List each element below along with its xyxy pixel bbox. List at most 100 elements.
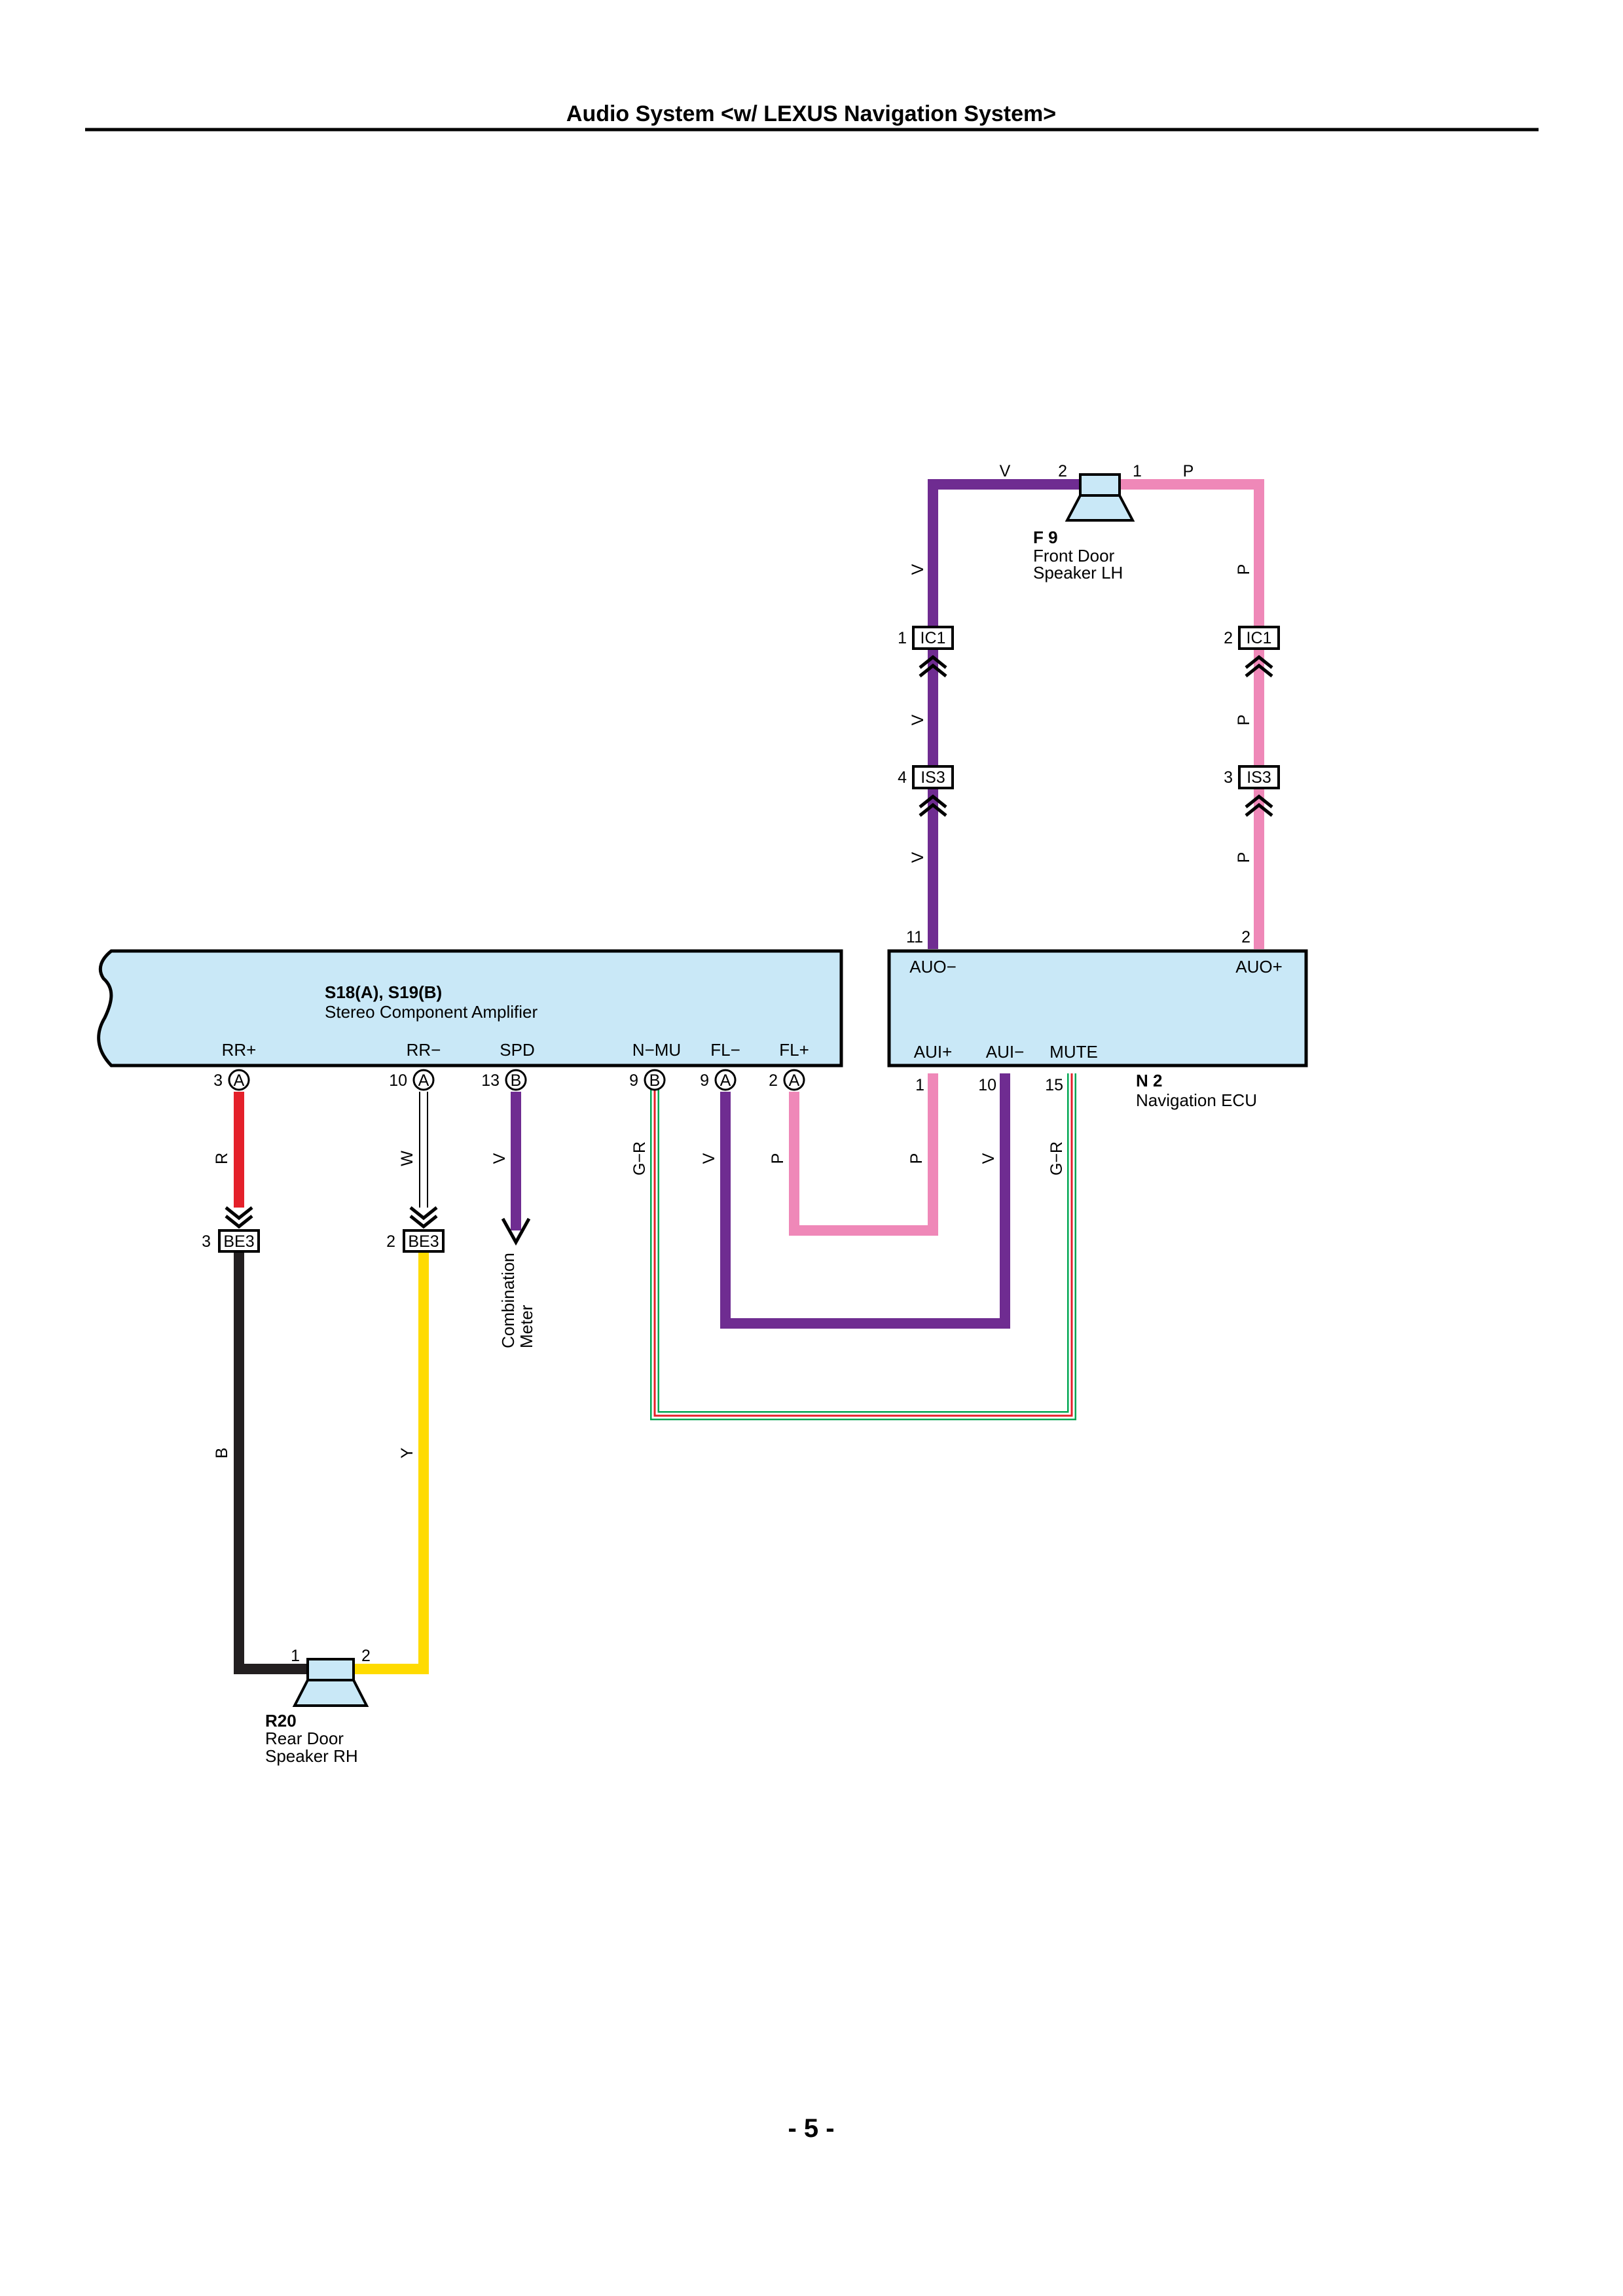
wire-code-mute: G−R [1048,1141,1066,1175]
amplifier-name: Stereo Component Amplifier [325,1002,538,1022]
wire-code-right-p1: P [1235,564,1253,575]
wire-mute-red-stripe [653,1073,1073,1417]
svg-text:IS3: IS3 [1247,768,1271,787]
amp-connector-spd: B 13 [481,1069,527,1091]
pin-aui-plus: 1 [915,1076,924,1094]
terminal-rr-plus: RR+ [222,1040,257,1060]
speaker-icon [292,1658,369,1707]
front-speaker-pin-left: 2 [1058,462,1067,480]
wire-code-rr-plus: R [213,1153,231,1164]
svg-text:9: 9 [629,1071,638,1090]
connector-ic1-left: IC1 1 [898,626,954,677]
connector-is3-left: IS3 4 [898,765,954,817]
rear-speaker-line2: Speaker RH [265,1746,358,1766]
svg-text:A: A [720,1071,731,1090]
svg-text:BE3: BE3 [223,1232,254,1251]
wire-code-left-v2: V [909,714,927,725]
wire-rear-yellow [354,1250,429,1674]
svg-text:BE3: BE3 [408,1232,439,1251]
front-speaker-pin-right: 1 [1133,462,1142,480]
wire-code-n-mu: G−R [630,1141,649,1175]
speaker-icon [1065,473,1135,522]
wire-front-violet [928,479,1080,949]
connector-is3-right: IS3 3 [1224,765,1280,817]
svg-text:3: 3 [213,1071,223,1090]
wire-code-front-top-p: P [1183,462,1194,480]
wire-code-aui-minus: V [979,1153,998,1164]
svg-text:10: 10 [389,1071,407,1090]
terminal-spd: SPD [500,1040,534,1060]
terminal-auo-minus: AUO− [909,957,957,977]
svg-text:1: 1 [898,629,907,647]
wire-code-fl-minus: V [700,1153,718,1164]
combination-meter-line2: Meter [517,1304,536,1348]
rear-speaker-pin-left: 1 [291,1647,300,1665]
amp-connector-fl-plus: A 2 [769,1069,805,1091]
wire-fl-minus-violet [720,1073,1010,1329]
terminal-mute: MUTE [1049,1042,1098,1062]
svg-text:2: 2 [1224,629,1233,647]
rear-speaker-pin-right: 2 [361,1647,371,1665]
svg-text:3: 3 [202,1232,211,1251]
wire-rear-black [234,1250,308,1674]
amp-connector-rr-minus: A 10 [389,1069,435,1091]
pin-auo-plus: 2 [1241,928,1250,946]
amp-connector-n-mu: B 9 [629,1069,666,1091]
arrow-down-icon [501,1217,531,1246]
wires [234,479,1264,1674]
front-speaker-code: F 9 [1033,528,1058,547]
svg-text:A: A [418,1071,429,1090]
connector-be3-right: BE3 2 [386,1206,445,1253]
pin-auo-minus: 11 [906,928,923,946]
svg-text:4: 4 [898,768,907,787]
front-speaker-line1: Front Door [1033,546,1115,565]
connector-ic1-right: IC1 2 [1224,626,1280,677]
pin-aui-minus: 10 [978,1076,996,1094]
wire-code-rear-b: B [213,1448,231,1459]
rear-speaker-line1: Rear Door [265,1729,344,1748]
wire-code-front-top-v: V [1000,462,1011,480]
wire-code-right-p3: P [1235,852,1253,863]
svg-text:3: 3 [1224,768,1233,787]
wire-code-rr-minus: W [398,1151,416,1166]
pin-mute: 15 [1045,1076,1063,1094]
svg-text:A: A [234,1071,245,1090]
terminal-n-mu: N−MU [632,1040,681,1060]
nav-ecu-code: N 2 [1136,1071,1162,1090]
svg-text:9: 9 [700,1071,709,1090]
amplifier-box [97,949,843,1067]
page-title: Audio System <w/ LEXUS Navigation System… [566,101,1056,126]
combination-meter-line1: Combination [498,1253,518,1348]
page-number: - 5 - [788,2114,834,2143]
wire-code-spd: V [490,1153,509,1164]
wire-code-fl-plus: P [769,1153,787,1164]
wire-code-rear-y: Y [398,1447,416,1458]
wire-front-pink [1120,479,1264,949]
front-speaker-line2: Speaker LH [1033,563,1123,583]
terminal-fl-minus: FL− [710,1040,740,1060]
svg-text:B: B [649,1071,661,1090]
wire-code-left-v1: V [909,564,927,575]
terminal-aui-minus: AUI− [986,1042,1025,1062]
svg-text:2: 2 [769,1071,778,1090]
terminal-fl-plus: FL+ [779,1040,809,1060]
terminal-auo-plus: AUO+ [1235,957,1283,977]
svg-text:IC1: IC1 [1247,629,1272,647]
nav-ecu-name: Navigation ECU [1136,1090,1257,1110]
svg-text:IS3: IS3 [921,768,945,787]
svg-text:B: B [511,1071,522,1090]
amp-connector-rr-plus: A 3 [213,1069,250,1091]
svg-text:IC1: IC1 [921,629,946,647]
amp-connector-fl-minus: A 9 [700,1069,737,1091]
svg-text:2: 2 [386,1232,395,1251]
rear-speaker-code: R20 [265,1711,297,1731]
wire-code-aui-plus: P [907,1153,926,1164]
amplifier-code: S18(A), S19(B) [325,982,442,1002]
terminal-rr-minus: RR− [407,1040,441,1060]
wire-fl-plus-pink [789,1073,938,1236]
wire-code-right-p2: P [1235,715,1253,726]
terminal-aui-plus: AUI+ [914,1042,953,1062]
svg-text:13: 13 [481,1071,500,1090]
svg-text:A: A [789,1071,800,1090]
